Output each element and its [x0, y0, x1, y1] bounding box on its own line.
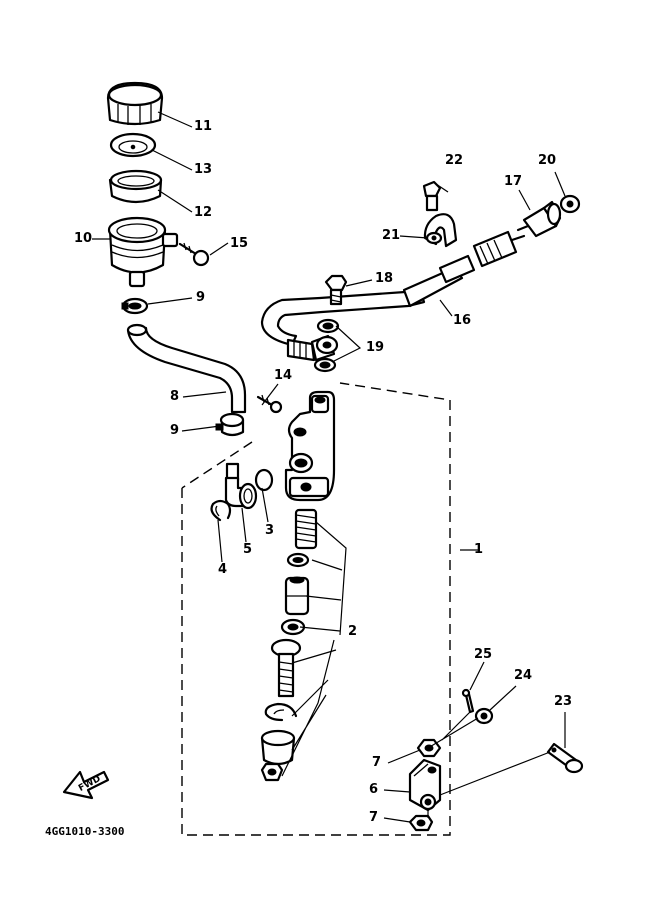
drawing-code: 4GG1010-3300 — [45, 825, 125, 838]
callout-9-lower: 9 — [170, 423, 180, 438]
union-17 — [516, 200, 562, 238]
brake-hose-16 — [260, 254, 476, 362]
callout-23: 23 — [554, 694, 573, 709]
circlip-4 — [210, 499, 232, 522]
callout-13: 13 — [194, 162, 213, 177]
push-rod — [270, 638, 302, 698]
callout-2: 2 — [348, 624, 358, 639]
o-ring-3 — [254, 468, 274, 492]
boot — [260, 729, 296, 766]
callout-17: 17 — [504, 174, 523, 189]
callout-leaders — [92, 111, 566, 823]
spring — [294, 508, 318, 550]
callout-14: 14 — [274, 368, 293, 383]
hose-clamp-9-upper — [121, 297, 149, 315]
callout-9-upper: 9 — [196, 290, 206, 305]
master-cylinder-body — [284, 390, 336, 502]
callout-3: 3 — [265, 523, 275, 538]
snap-ring — [264, 702, 298, 722]
callout-1: 1 — [474, 542, 484, 557]
callout-10: 10 — [74, 231, 93, 246]
callout-5: 5 — [243, 542, 253, 557]
clevis-6 — [408, 758, 442, 812]
callout-15: 15 — [230, 236, 249, 251]
diaphragm-13 — [109, 132, 157, 158]
locknut — [260, 762, 284, 782]
callout-6: 6 — [369, 782, 379, 797]
washer-24 — [474, 707, 494, 725]
copper-washer-19-bottom — [313, 357, 337, 373]
callout-25: 25 — [474, 647, 493, 662]
hose-banjo — [310, 334, 339, 362]
hose-joint-5 — [224, 462, 258, 510]
callout-7-upper: 7 — [372, 755, 382, 770]
callout-16: 16 — [453, 313, 472, 328]
callout-8: 8 — [170, 389, 180, 404]
reservoir-bolt-15 — [178, 242, 210, 267]
callout-21: 21 — [382, 228, 401, 243]
cup-seal — [286, 552, 310, 568]
bolt-22 — [422, 180, 442, 212]
linkage-assembly-lines — [427, 711, 551, 818]
callout-12: 12 — [194, 205, 213, 220]
pin-23 — [546, 742, 584, 774]
hose-clamp-9-lower — [215, 412, 245, 437]
hose-fitting — [472, 230, 526, 268]
bolt-14 — [256, 394, 283, 414]
piston — [284, 576, 310, 616]
cotter-pin-25 — [461, 688, 475, 714]
callout-11: 11 — [194, 119, 213, 134]
reservoir-cap-11 — [106, 81, 164, 126]
diaphragm-plate-12 — [108, 169, 163, 204]
reservoir-hose-8 — [126, 323, 247, 414]
union-bolt-18 — [324, 274, 348, 306]
callout-20: 20 — [538, 153, 557, 168]
nut-7-bottom — [408, 814, 434, 832]
hose-guide-21 — [423, 213, 458, 248]
callout-19: 19 — [366, 340, 385, 355]
callout-7-lower: 7 — [369, 810, 379, 825]
callout-4: 4 — [218, 562, 228, 577]
callout-24: 24 — [514, 668, 533, 683]
callout-18: 18 — [375, 271, 394, 286]
forward-arrow-icon — [62, 770, 110, 800]
washer-seal — [280, 618, 306, 636]
callout-22: 22 — [445, 153, 464, 168]
reservoir-tank-10 — [107, 216, 179, 288]
assembly-boundary — [181, 382, 451, 836]
copper-washer-19-top — [316, 318, 340, 334]
gasket-20 — [559, 194, 581, 214]
